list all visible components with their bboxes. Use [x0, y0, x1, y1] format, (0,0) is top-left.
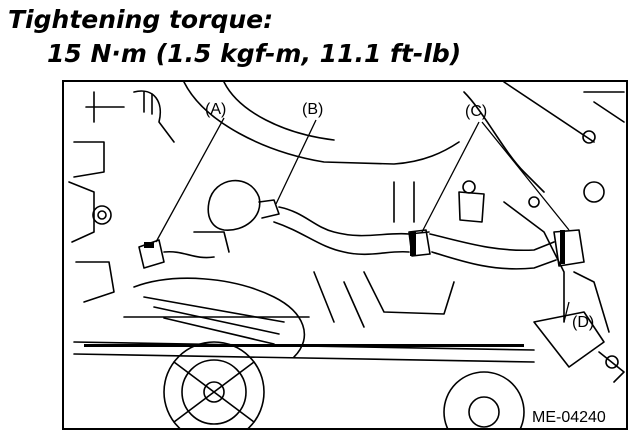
figure-code: ME-04240	[532, 409, 606, 426]
torque-heading: Tightening torque:	[8, 5, 274, 34]
callout-label-a: (A)	[205, 101, 226, 118]
engine-illustration: (A) (B) (C) (D) ME-04240	[68, 82, 625, 428]
callout-label-b: (B)	[302, 101, 323, 118]
callout-label-c: (C)	[465, 103, 487, 120]
torque-value: 15 N·m (1.5 kgf-m, 11.1 ft-lb)	[47, 39, 462, 68]
engine-illustration-frame: (A) (B) (C) (D) ME-04240	[62, 80, 628, 430]
callout-label-d: (D)	[572, 314, 594, 331]
